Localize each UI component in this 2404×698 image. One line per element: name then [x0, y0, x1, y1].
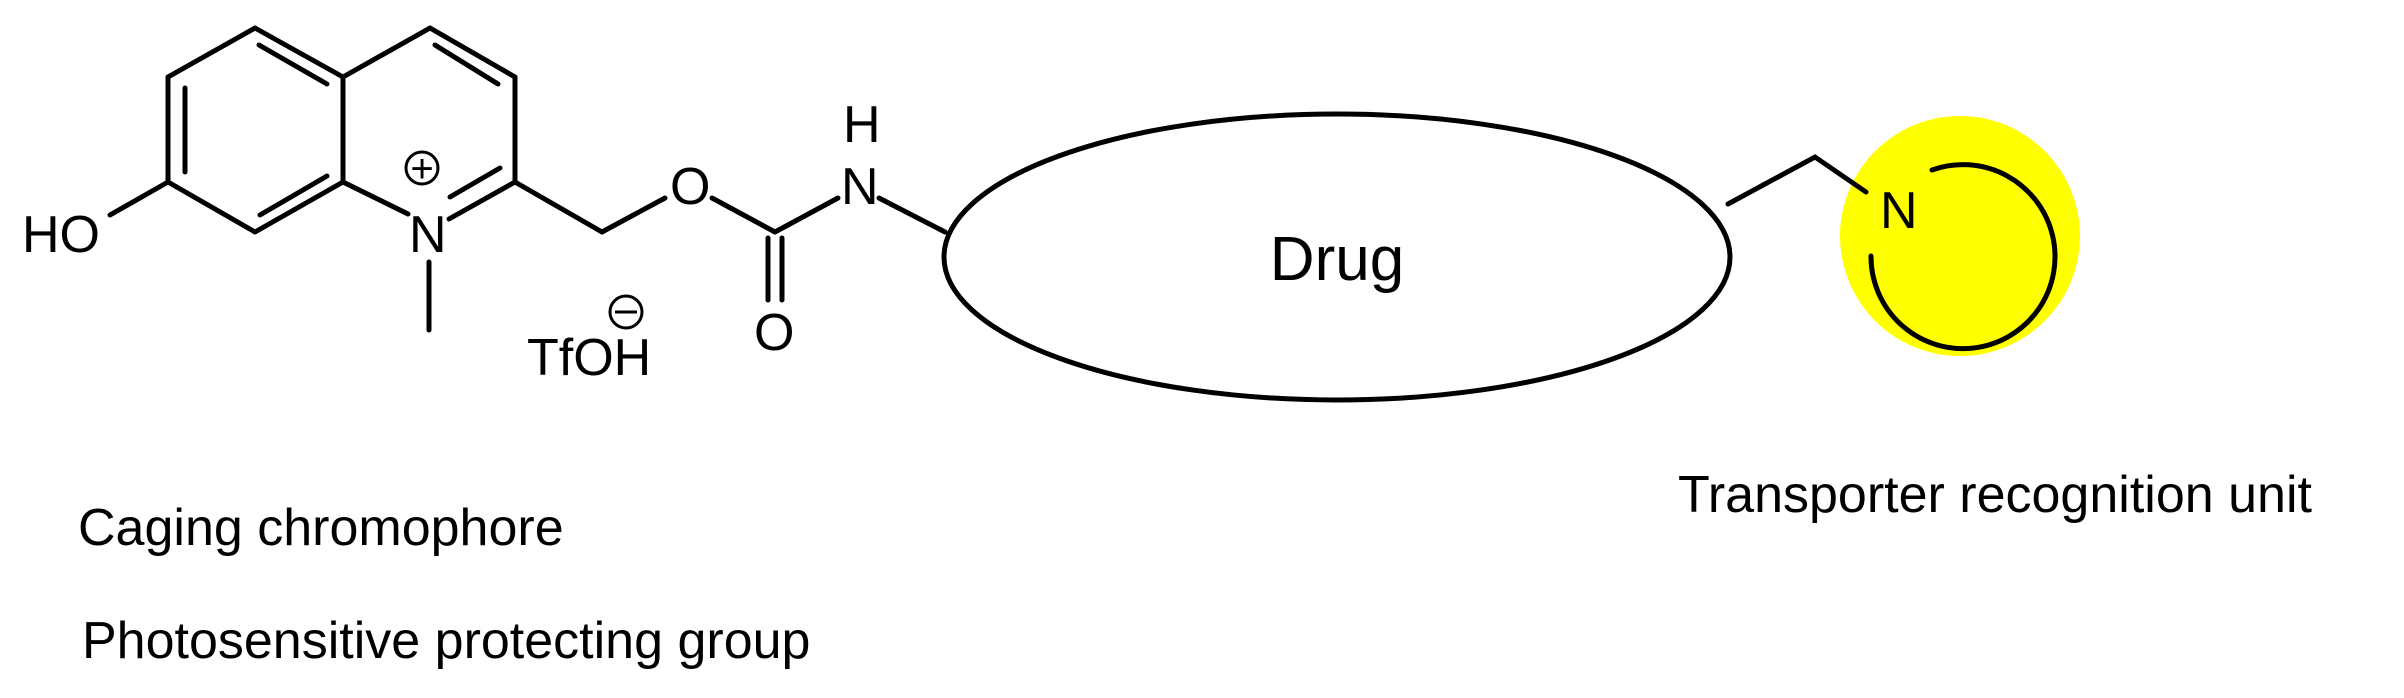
- drug-label: Drug: [1270, 225, 1404, 294]
- recognition-highlight: [1840, 116, 2080, 356]
- caption-photosensitive-group: Photosensitive protecting group: [82, 612, 810, 670]
- hydroxyl-label: HO: [22, 206, 100, 264]
- carbamate-linker: [512, 179, 948, 303]
- quinoline-benzene-ring: [165, 25, 346, 235]
- ring-nitrogen-label: N: [409, 206, 447, 264]
- ether-oxygen-label: O: [670, 158, 710, 216]
- carbonyl-oxygen-label: O: [754, 304, 794, 362]
- oh-bond: [107, 179, 171, 218]
- recognition-ring-arc: [1868, 162, 2058, 352]
- counterion-label: TfOH: [527, 329, 651, 387]
- anion-charge: [608, 294, 644, 330]
- recognition-nitrogen-label: N: [1880, 182, 1918, 240]
- caption-transporter-unit: Transporter recognition unit: [1678, 466, 2313, 524]
- amine-n-label: N: [841, 158, 879, 216]
- svg-text:+: +: [410, 147, 433, 191]
- drug-ellipse: [941, 111, 1733, 403]
- cation-charge: +: [404, 147, 440, 191]
- recognition-linker: [1725, 154, 1869, 207]
- caption-caging-chromophore: Caging chromophore: [78, 499, 564, 557]
- amine-h-label: H: [843, 96, 881, 154]
- quinoline-pyridinium-ring: [340, 25, 518, 222]
